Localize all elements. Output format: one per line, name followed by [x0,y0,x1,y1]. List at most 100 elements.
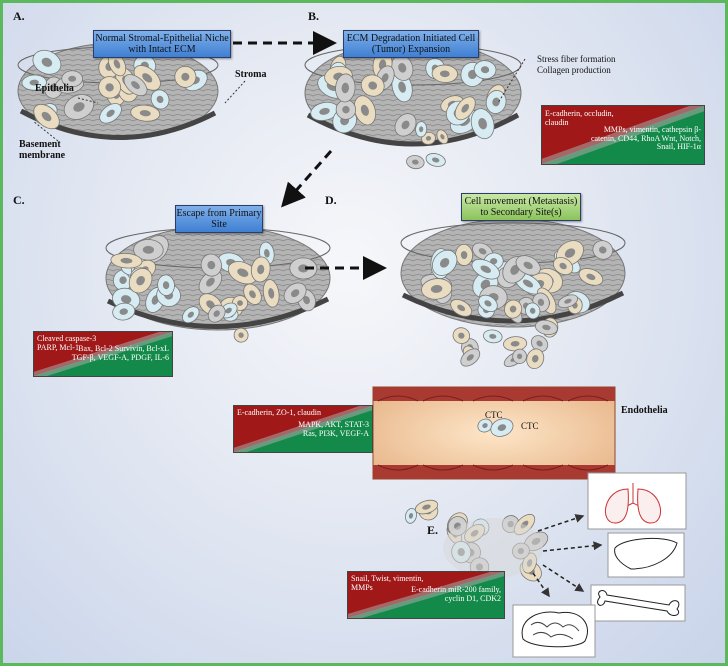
niche-b-cell [473,60,497,80]
arrow-to-bone [542,564,585,592]
niche-a-cell [123,74,148,97]
niche-a-cell [63,94,95,120]
panel-label-a: A. [13,9,25,23]
niche-b-cell [335,73,356,103]
niche-b-invading-cell [425,153,446,167]
pointer-stroma [224,80,246,104]
niche-d-migrating-cell [460,348,481,367]
label-endothelia: Endothelia [621,405,668,416]
niche-a-cell [150,89,170,110]
niche-a-cell [107,51,127,77]
panel-label-d: D. [325,193,337,207]
niche-d-migrating-cell [450,299,473,317]
niche-d-cell [592,240,614,260]
niche-d-cell [455,243,474,266]
niche-b-invading-cell [436,129,449,145]
marker-box-c-top: Cleaved caspase-3 PARP, Mcl-1 [37,334,97,352]
arrow-to-liver [542,541,603,552]
panel-label-c: C. [13,193,25,207]
niche-b-cell [310,101,339,121]
niche-d-migrating-cell [530,335,549,352]
marker-box-d: E-cadherin, ZO-1, claudin MAPK, AKT, STA… [233,405,373,453]
niche-e-cluster [443,518,543,578]
niche-a-cell [130,104,161,122]
niche-b-invading-cell [421,131,436,145]
extravasating-cell [405,508,417,524]
niche-d-migrating-cell [512,348,527,364]
niche-c-escaping-cell [182,306,200,324]
niche-d-migrating-cell [504,299,523,319]
title-box-c: Escape from Primary Site [175,205,263,233]
title-b-text: ECM Degradation Initiated Cell (Tumor) E… [346,33,476,55]
niche-b-cell [454,96,476,121]
niche-b-invading-cell [406,155,425,170]
niche-a-cell [98,76,122,99]
marker-box-c-bottom: Bax, Bcl-2 Survivin, Bcl-xL TGF-β, VEGF-… [71,344,169,362]
label-basement-membrane: Basement membrane [19,139,66,161]
title-box-d: Cell movement (Metastasis) to Secondary … [461,193,581,221]
niche-c-cell [250,256,271,283]
niche-d-migrating-cell [557,294,579,309]
niche-a-cell [32,49,62,75]
niche-c-cell [227,261,258,285]
niche-d-cell [421,278,453,300]
niche-c-cell [198,269,223,295]
niche-c-escaping-cell [207,304,226,323]
niche-c-cell [112,302,136,321]
niche-d-cell [552,257,574,276]
marker-box-c: Cleaved caspase-3 PARP, Mcl-1 Bax, Bcl-2… [33,331,173,377]
pointer-stress-fiber [497,58,526,104]
marker-box-b-top: E-cadherin, occludin, claudin [545,109,614,127]
lungs-icon [587,472,687,530]
label-epithelia: Epithelia [35,83,74,94]
niche-b-invading-cell [415,121,428,138]
niche-d-cell [471,258,500,280]
niche-d-migrating-cell [483,329,503,344]
niche-d-migrating-cell [478,294,498,313]
niche-a-cell [33,103,60,130]
title-box-a: Normal Stromal-Epithelial Niche with Int… [93,30,231,58]
pointer-basement [32,120,59,142]
niche-c-escaping-cell [233,327,249,343]
niche-a-cell [61,70,83,88]
niche-b-cell [431,64,459,83]
niche-c-cell [283,282,307,304]
liver-icon [607,532,685,578]
niche-b-cell [335,99,357,120]
niche-d-migrating-cell [534,319,558,336]
arrow-to-brain [532,572,550,598]
title-c-text: Escape from Primary Site [176,208,262,230]
niche-d-cell [431,249,458,276]
brain-icon [512,604,596,658]
niche-c-cell [133,239,164,261]
title-a-text: Normal Stromal-Epithelial Niche with Int… [95,33,229,55]
note-collagen: Collagen production [537,65,611,75]
niche-b-cell [353,95,377,126]
marker-box-b: E-cadherin, occludin, claudin MMPs, vime… [541,105,705,165]
arrow-to-lungs [537,514,585,532]
marker-box-d-bottom: MAPK, AKT, STAT-3 Ras, PI3K, VEGF-A [298,420,369,438]
label-ctc-2: CTC [521,421,539,431]
niche-c-cell [110,252,143,269]
niche-d-cell [578,268,604,286]
niche-b-cell [360,74,385,97]
ctc-cell [477,418,493,433]
marker-box-e-top: Snail, Twist, vimentin, MMPs [351,574,424,592]
niche-d-migrating-cell [452,327,471,344]
ctc-cell [490,418,514,437]
figure-artwork [17,31,687,658]
niche-c-cell [128,267,153,294]
niche-d-cell [515,255,541,276]
marker-box-d-top: E-cadherin, ZO-1, claudin [237,408,321,417]
niche-d-migrating-cell [525,302,541,320]
niche-d-migrating-cell [526,348,545,370]
niche-b-cell [394,113,417,137]
panel-label-b: B. [308,9,320,23]
niche-c-cell [289,257,318,280]
niche-a-cell [99,103,122,124]
label-stroma: Stroma [235,69,267,80]
marker-box-e: Snail, Twist, vimentin, MMPs E-cadherin … [347,571,505,619]
pointer-epithelia [77,97,99,104]
label-ctc-1: CTC [485,410,503,420]
